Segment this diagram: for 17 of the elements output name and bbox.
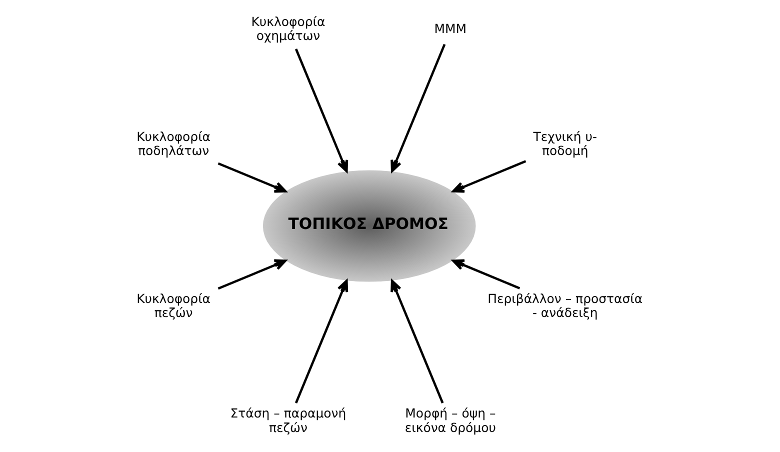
arrow: [218, 259, 287, 290]
node-text: Κυκλοφορία ποδηλάτων: [136, 128, 211, 158]
node-text: Περιβάλλον – προστασία - ανάδειξη: [488, 291, 643, 320]
node-text: ΜΜΜ: [434, 21, 467, 36]
node-text: Μορφή – όψη – εικόνα δρόμου: [404, 406, 496, 435]
node-text: Κυκλοφορία πεζών: [136, 291, 211, 320]
arrow: [218, 162, 287, 193]
arrow: [452, 259, 520, 290]
node-text: Στάση – παραμονή πεζών: [230, 406, 346, 435]
arrow: [294, 280, 348, 404]
node-ellipse: ΤΟΠΙΚΟΣ ΔΡΟΜΟΣ: [262, 169, 477, 283]
arrow: [390, 280, 444, 404]
node-text: Τεχνική υ- ποδομή: [533, 128, 597, 158]
arrow: [390, 44, 446, 172]
node-text: Κυκλοφορία οχημάτων: [251, 14, 326, 44]
arrow: [452, 160, 526, 193]
arrow: [294, 48, 348, 172]
